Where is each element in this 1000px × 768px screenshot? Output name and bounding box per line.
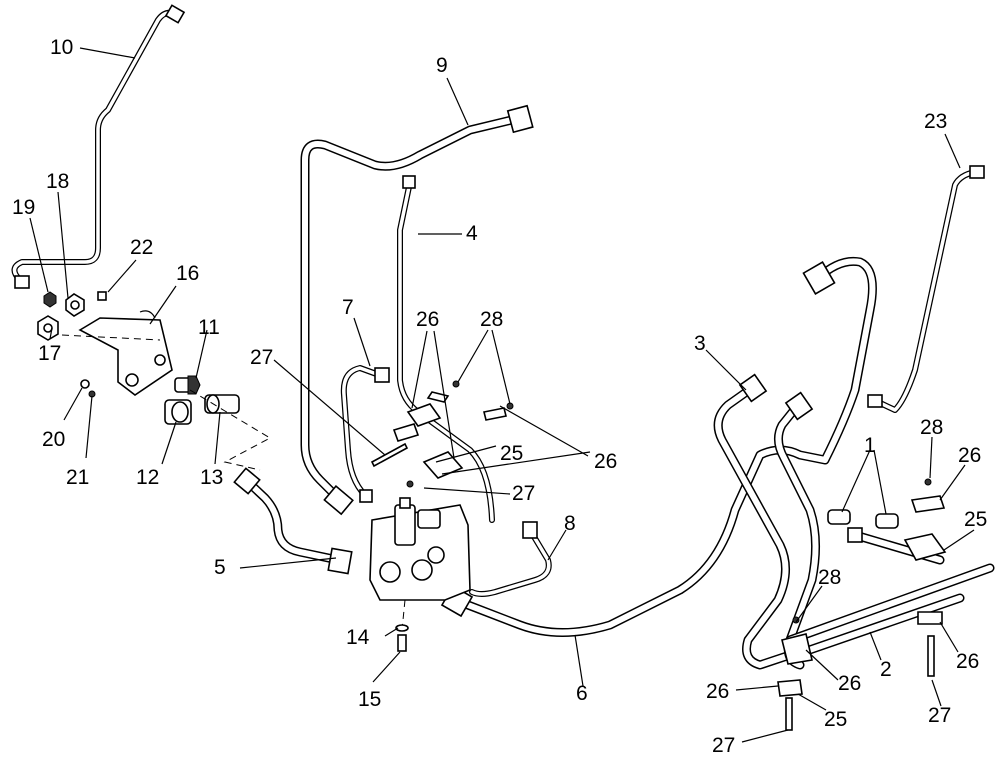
callout-16: 16: [176, 262, 199, 285]
callout-26: 26: [956, 650, 979, 673]
callout-17: 17: [38, 342, 61, 365]
bracket-16: [78, 310, 173, 396]
callout-13: 13: [200, 466, 223, 489]
callouts: 10 9 23 18 19 22 16 4 7 26 28 11 17 3 27…: [12, 36, 987, 757]
valve-block: [369, 497, 471, 601]
tube-10: [11, 4, 186, 289]
callout-9: 9: [436, 54, 448, 77]
screw-22: [97, 291, 107, 301]
callout-19: 19: [12, 196, 35, 219]
callout-11: 11: [198, 316, 220, 339]
callout-23: 23: [924, 110, 947, 133]
callout-12: 12: [136, 466, 159, 489]
nut-18: [65, 293, 85, 317]
bolt-27-right: [785, 635, 935, 731]
callout-7: 7: [342, 296, 354, 319]
callout-8: 8: [564, 512, 576, 535]
tube-23: [867, 165, 985, 413]
callout-28: 28: [920, 416, 943, 439]
clamp-25-bottom: [777, 611, 943, 697]
tube-2: [785, 530, 995, 660]
callout-5: 5: [214, 556, 226, 579]
bolt-15: [397, 634, 407, 652]
callout-1: 1: [864, 434, 876, 457]
callout-21: 21: [66, 466, 89, 489]
callout-2: 2: [880, 658, 892, 681]
tube-5: [233, 467, 353, 575]
callout-26: 26: [838, 672, 861, 695]
callout-27: 27: [712, 734, 735, 757]
callout-10: 10: [50, 36, 73, 59]
callout-27: 27: [928, 704, 951, 727]
callout-22: 22: [130, 236, 153, 259]
callout-27: 27: [250, 346, 273, 369]
callout-18: 18: [46, 170, 69, 193]
callout-3: 3: [694, 332, 706, 355]
callout-26: 26: [706, 680, 729, 703]
callout-6: 6: [576, 682, 588, 705]
callout-26: 26: [594, 450, 617, 473]
tube-9: [300, 104, 534, 516]
callout-26: 26: [958, 444, 981, 467]
fitting-13: [204, 394, 240, 414]
clamp-25-lower: [406, 380, 514, 488]
callout-20: 20: [42, 428, 65, 451]
dashed-guide-left: [61, 334, 272, 471]
callout-25: 25: [500, 442, 523, 465]
leader-lines: [29, 47, 975, 743]
clamp-25-right: [903, 478, 947, 561]
tube-7: [340, 365, 390, 503]
callout-25: 25: [824, 708, 847, 731]
callout-25: 25: [964, 508, 987, 531]
tube-8: [469, 521, 552, 597]
fitting-12: [164, 399, 192, 425]
callout-28: 28: [818, 566, 841, 589]
callout-4: 4: [466, 222, 478, 245]
bolt-27-left: [370, 442, 409, 468]
callout-27: 27: [512, 482, 535, 505]
callout-26: 26: [416, 308, 439, 331]
washer-14: [395, 624, 409, 632]
fitting-11: [174, 375, 201, 395]
washer-20: [80, 379, 90, 389]
callout-14: 14: [346, 626, 370, 649]
clamp-25-upper: [392, 391, 450, 442]
fittings-1: [827, 509, 899, 543]
callout-15: 15: [358, 688, 381, 711]
nut-19: [43, 291, 57, 308]
callout-28: 28: [480, 308, 503, 331]
nut-17: [37, 315, 59, 341]
